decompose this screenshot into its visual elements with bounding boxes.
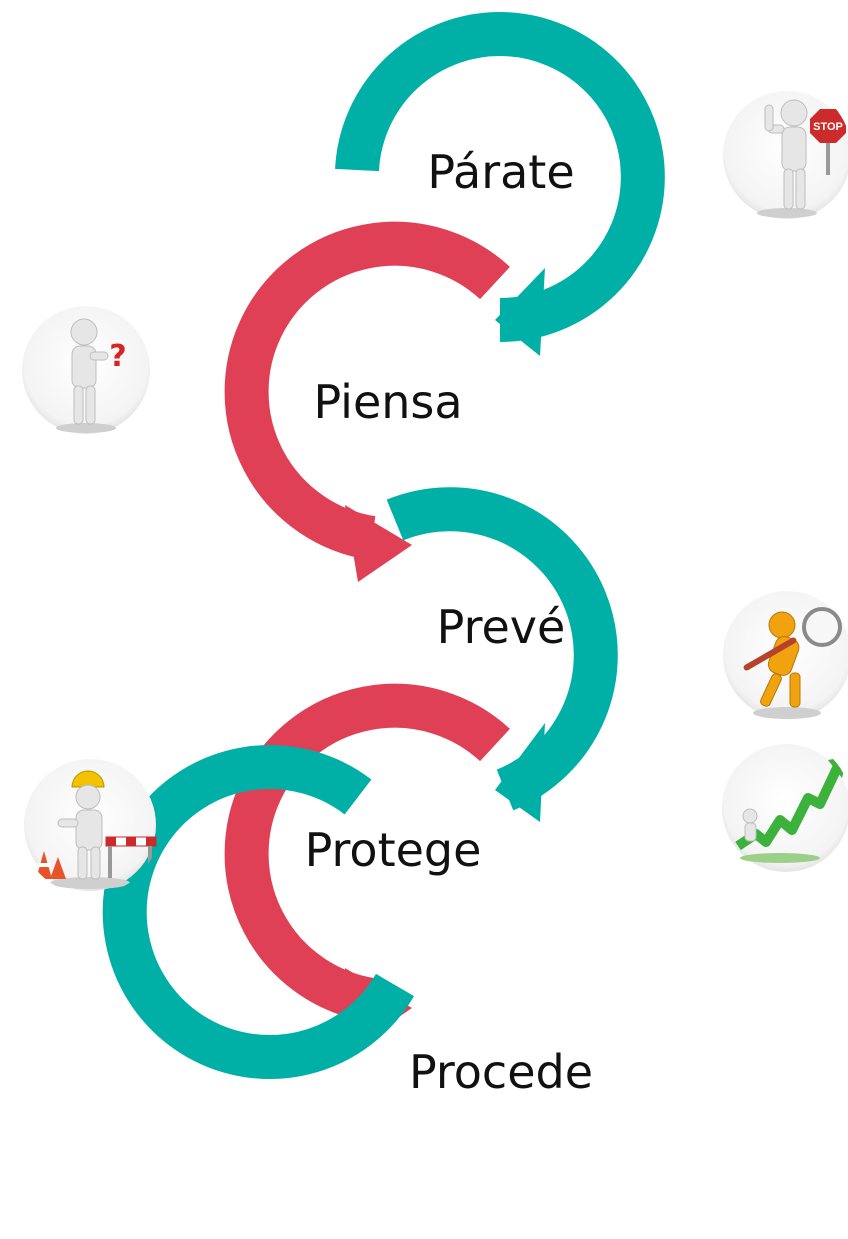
step-label-preve: Prevé (437, 600, 566, 654)
step-label-procede: Procede (409, 1045, 593, 1099)
stop-figure-icon: STOP (722, 85, 848, 225)
stop-sign-text: STOP (813, 121, 843, 133)
step-label-protege: Protege (305, 823, 482, 877)
magnifier-figure-icon (722, 585, 848, 725)
step-parate-arc (335, 12, 665, 356)
step-piensa-arc (224, 221, 510, 582)
step-procede-arc (102, 745, 414, 1080)
step-label-parate: Párate (427, 145, 574, 199)
thinking-figure-icon: ? (20, 300, 152, 440)
safety-worker-icon (20, 755, 160, 895)
growth-arrow-icon (720, 738, 848, 878)
svg-text:?: ? (109, 339, 126, 374)
step-preve-arc (386, 487, 618, 822)
step-label-piensa: Piensa (313, 375, 462, 429)
